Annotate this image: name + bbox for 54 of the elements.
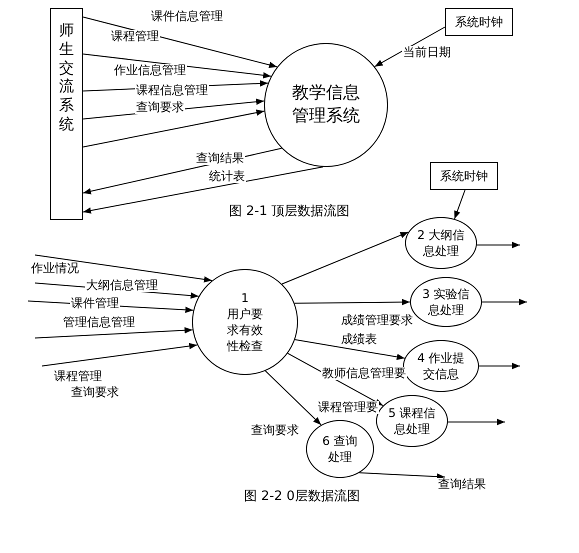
edge-label: 大纲信息管理 <box>85 279 159 292</box>
arrow <box>282 232 409 284</box>
edge-label: 课程管理 <box>110 30 160 44</box>
arrow <box>34 327 194 338</box>
node-label: 系统时钟 <box>440 168 488 184</box>
arrow <box>454 190 466 220</box>
arrow <box>476 242 520 248</box>
edge-label: 管理信息管理 <box>62 316 136 330</box>
node-label: 师生交流系统 <box>59 21 74 134</box>
edge-label: 课程信息管理 <box>135 84 209 98</box>
node-label: 教学信息管理系统 <box>291 82 361 128</box>
flow-label: 教师信息管理要 <box>321 367 407 380</box>
external-entity-box <box>430 162 498 190</box>
flow-label: 查询要求 <box>250 424 300 438</box>
node-label: 1 <box>240 290 250 306</box>
flow-label: 查询要求 <box>70 386 120 400</box>
external-entity-box <box>50 8 83 220</box>
arrow <box>482 298 528 306</box>
edge-label: 查询要求 <box>135 101 185 114</box>
arrow <box>358 472 446 480</box>
arrow <box>294 339 406 360</box>
edge-label: 课件管理 <box>70 297 120 310</box>
node-label: 6 查询处理 <box>322 432 358 466</box>
node-label: 2 大纲信息处理 <box>416 226 466 260</box>
edge-label: 查询结果 <box>195 152 245 166</box>
edge-label: 作业信息管理 <box>113 64 187 78</box>
edge-label: 作业情况 <box>30 262 80 276</box>
arrow <box>264 370 322 426</box>
edge-label: 查询结果 <box>437 478 487 492</box>
arrow <box>42 342 198 366</box>
edge-label: 课程管理 <box>53 370 103 384</box>
flow-label: 成绩表 <box>340 333 378 346</box>
flow-label: 课程管理要 <box>317 401 379 414</box>
node-label: 系统时钟 <box>455 14 503 30</box>
edge-label: 课件信息管理 <box>150 10 224 24</box>
caption: 图 2-2 0层数据流图 <box>243 490 361 504</box>
arrow <box>82 110 265 148</box>
node-label: 4 作业提交信息 <box>416 350 466 382</box>
arrow <box>294 298 410 306</box>
arrow <box>82 166 324 214</box>
node-label: 用户要求有效性检查 <box>226 306 264 354</box>
caption: 图 2-1 顶层数据流图 <box>228 205 350 220</box>
arrow <box>478 362 520 370</box>
external-entity-box <box>445 8 513 36</box>
edge-label: 统计表 <box>208 170 246 184</box>
node-label: 3 实验信息处理 <box>421 286 471 318</box>
arrow <box>34 254 212 283</box>
edge-label: 当前日期 <box>402 46 452 60</box>
arrow <box>374 26 446 68</box>
arrow <box>82 54 272 78</box>
process-circle <box>376 395 448 447</box>
arrow <box>448 418 506 426</box>
flow-label: 成绩管理要求 <box>340 314 414 328</box>
node-label: 5 课程信息处理 <box>387 404 437 438</box>
